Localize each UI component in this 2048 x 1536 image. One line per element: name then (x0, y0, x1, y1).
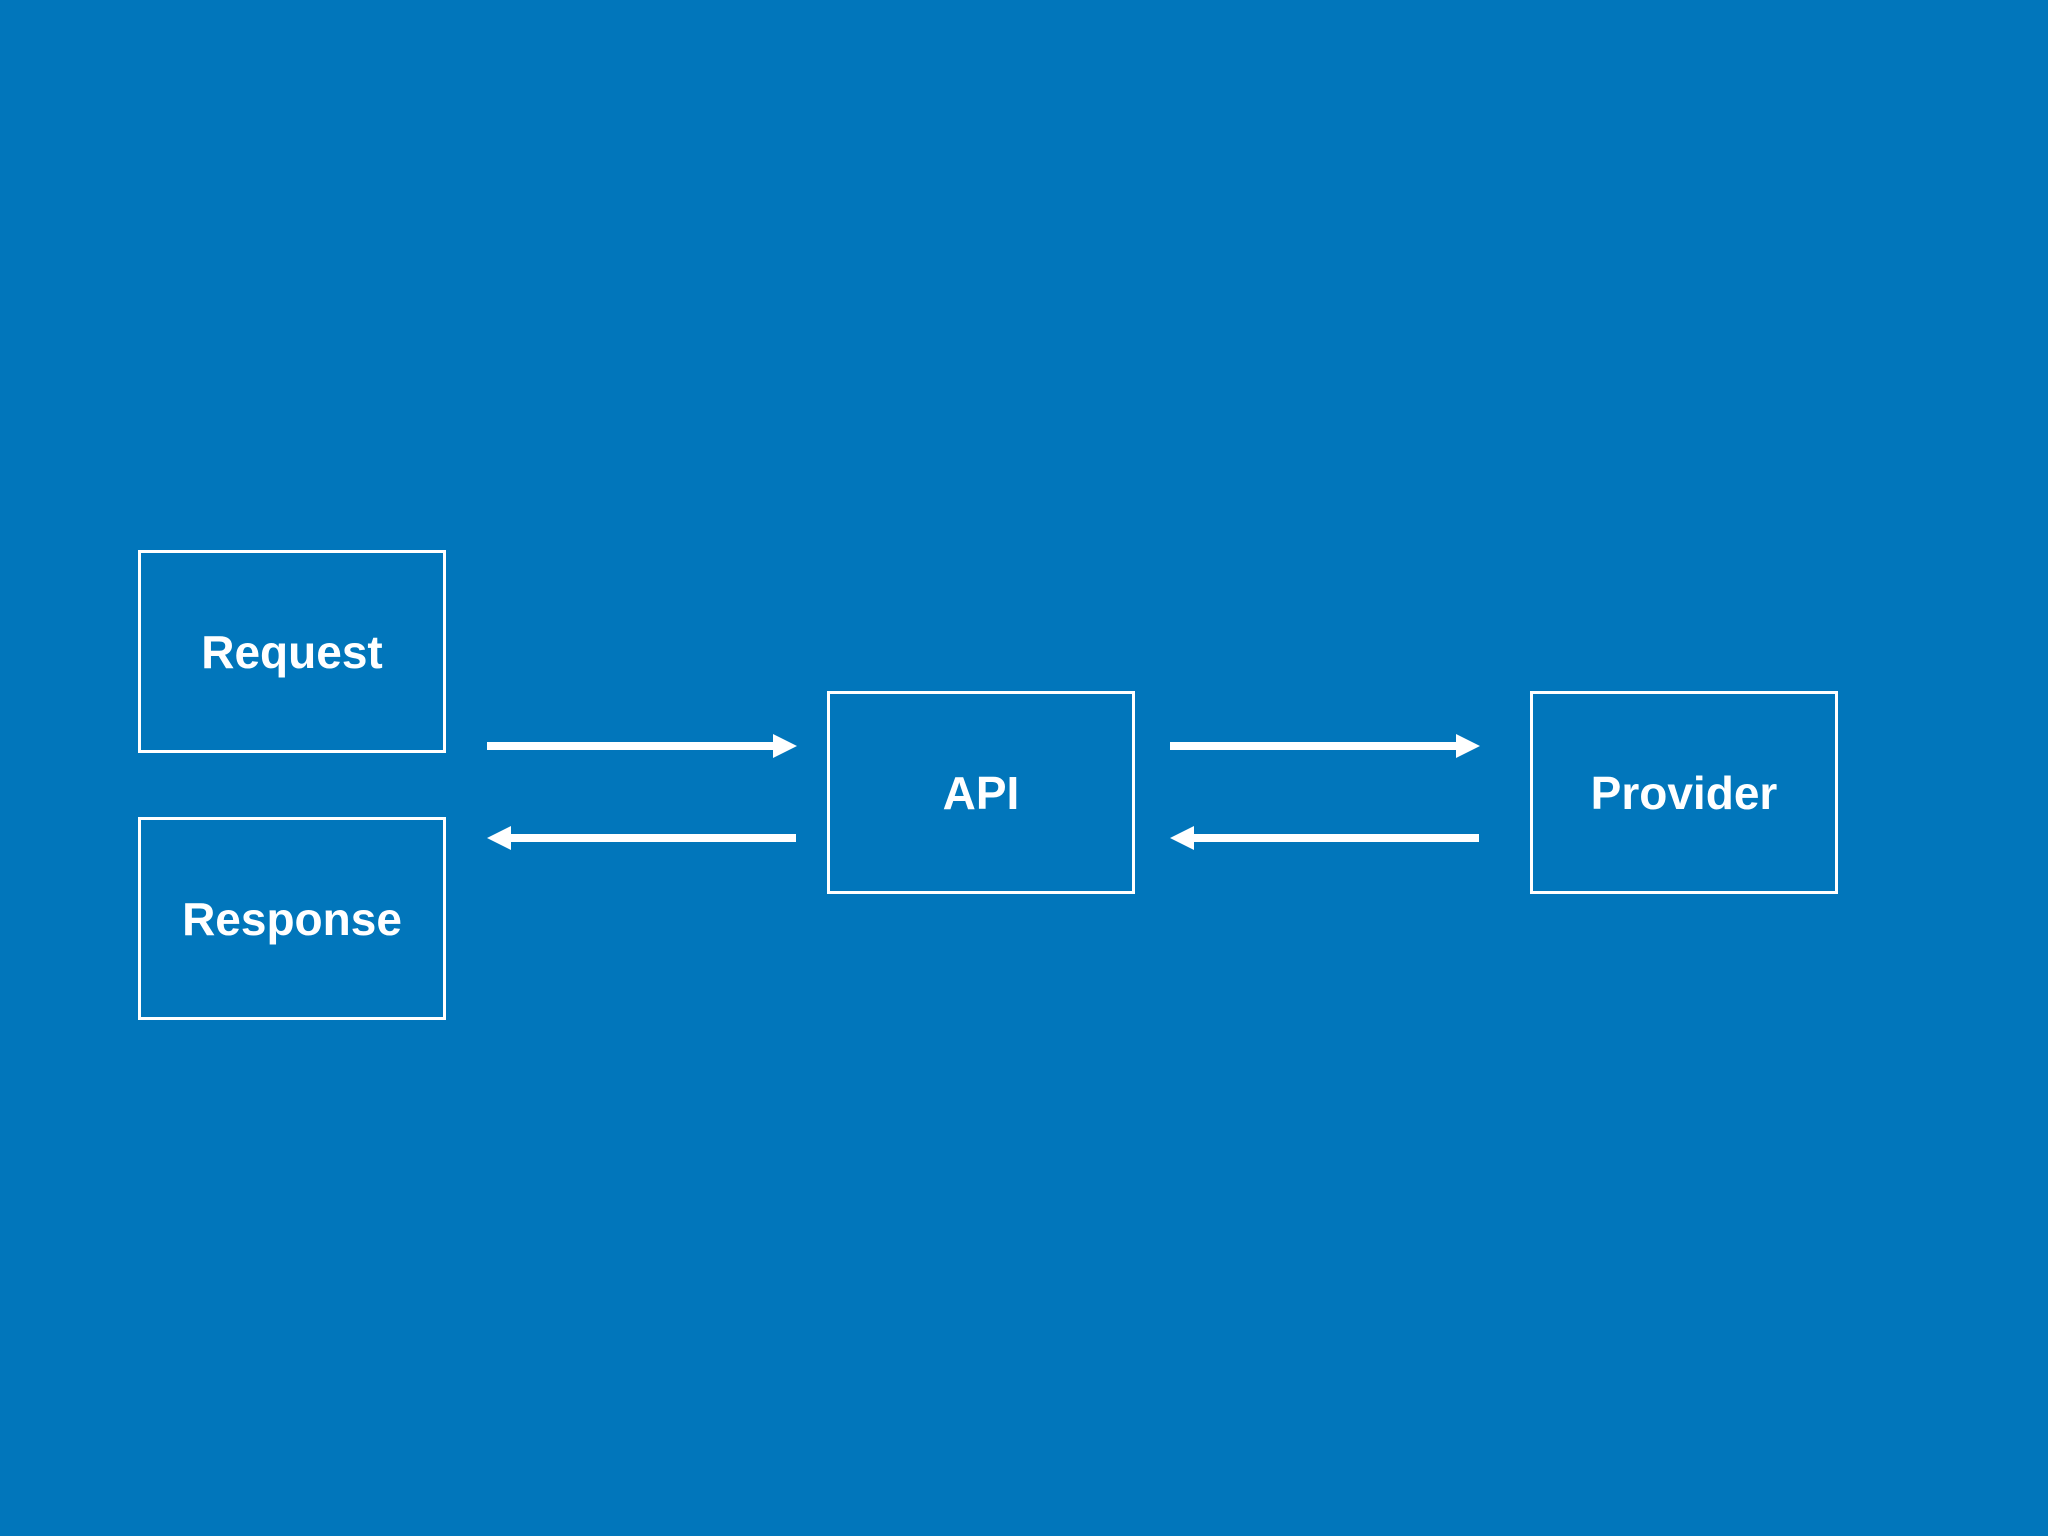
api-node: API (827, 691, 1135, 894)
api-node-label: API (942, 766, 1020, 819)
request-node-label: Request (201, 625, 383, 678)
response-node-label: Response (182, 892, 402, 945)
arrow-request-to-api (487, 734, 797, 758)
response-node: Response (138, 817, 446, 1020)
arrow-api-to-provider (1170, 734, 1480, 758)
request-node: Request (138, 550, 446, 753)
provider-node: Provider (1530, 691, 1838, 894)
arrow-api-to-response (487, 826, 796, 850)
arrow-provider-to-api (1170, 826, 1479, 850)
provider-node-label: Provider (1590, 766, 1778, 819)
